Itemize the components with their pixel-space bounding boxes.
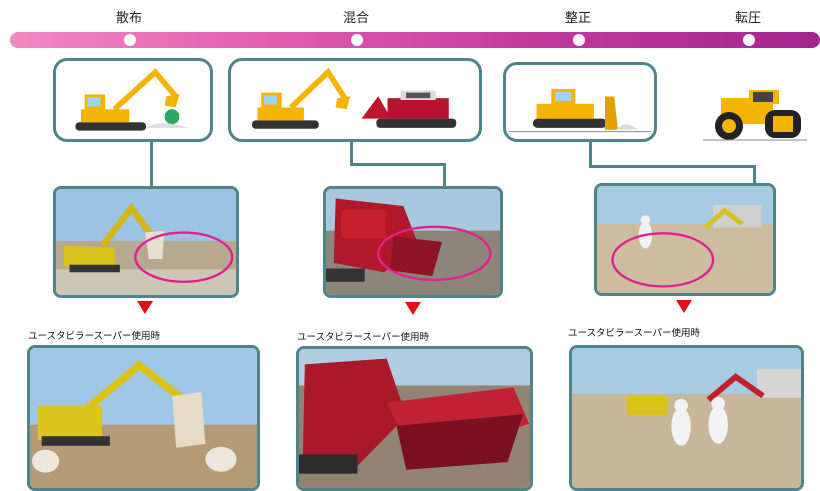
roller-illustration xyxy=(703,86,807,144)
highlight-ellipse xyxy=(376,225,492,282)
photo-mixing-conventional xyxy=(323,186,503,298)
grading-machine-box xyxy=(503,62,657,142)
stage-label-spreading: 散布 xyxy=(116,11,143,26)
bulldozer-illustration xyxy=(508,89,652,133)
connector-mixing-b xyxy=(350,163,446,166)
connector-mixing-a xyxy=(350,142,353,166)
mixing-machine-box xyxy=(228,58,482,142)
down-arrow-mixing xyxy=(405,302,421,315)
connector-grading-c xyxy=(753,165,756,186)
stage-label-grading: 整正 xyxy=(565,11,592,26)
connector-grading-b xyxy=(589,165,756,168)
spreading-machine-box xyxy=(53,58,213,142)
excavator-spreader-illustration xyxy=(75,68,189,131)
highlight-ellipse xyxy=(611,232,715,288)
photo-spreading-conventional xyxy=(53,186,239,298)
connector-spreading xyxy=(150,142,153,188)
stage-label-mixing: 混合 xyxy=(343,11,370,26)
highlight-ellipse xyxy=(134,231,234,283)
timeline-dot-mixing xyxy=(351,34,363,46)
stage-label-compaction: 転圧 xyxy=(735,11,762,26)
down-arrow-spreading xyxy=(137,301,153,314)
connector-mixing-c xyxy=(443,163,446,188)
down-arrow-grading xyxy=(676,300,692,313)
photo-spreading-product xyxy=(27,345,260,491)
process-timeline-bar xyxy=(10,32,820,48)
photo-mixing-product xyxy=(296,346,533,491)
caption-spreading: ユースタビラースーパー使用時 xyxy=(28,331,160,342)
caption-mixing: ユースタビラースーパー使用時 xyxy=(297,332,429,343)
photo-grading-conventional xyxy=(594,183,776,296)
connector-grading-a xyxy=(589,142,592,168)
timeline-dot-spreading xyxy=(124,34,136,46)
photo-grading-product xyxy=(569,345,804,491)
timeline-dot-grading xyxy=(573,34,585,46)
caption-grading: ユースタビラースーパー使用時 xyxy=(568,328,700,339)
excavator-mixer-illustration xyxy=(251,67,457,129)
timeline-dot-compaction xyxy=(743,34,755,46)
